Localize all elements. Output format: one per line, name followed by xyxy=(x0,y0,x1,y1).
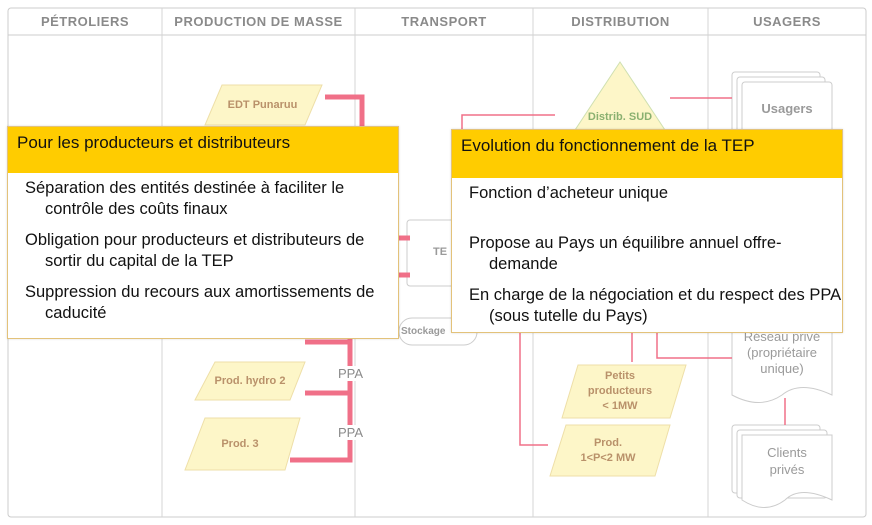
right-callout: Evolution du fonctionnement de la TEP Fo… xyxy=(451,129,843,333)
ppa-label: PPA xyxy=(338,425,364,440)
right-item: En charge de la négociation et du respec… xyxy=(469,286,841,325)
left-callout-title: Pour les producteurs et distributeurs xyxy=(8,127,398,173)
lane-transport: TRANSPORT xyxy=(401,14,487,29)
node-petits-producteurs: Petits producteurs < 1MW xyxy=(587,370,653,412)
left-callout: Pour les producteurs et distributeurs Sé… xyxy=(7,126,399,339)
right-callout-title: Evolution du fonctionnement de la TEP xyxy=(452,130,842,178)
node-edt-punaruu: EDT Punaruu xyxy=(227,98,298,111)
node-prod-3: Prod. 3 xyxy=(221,437,259,450)
node-reseau-prive: Réseau privé (propriétaire unique) xyxy=(743,329,821,376)
lane-production: PRODUCTION DE MASSE xyxy=(174,14,343,29)
node-prod-hydro-2: Prod. hydro 2 xyxy=(214,374,286,387)
node-prod-1-2mw: Prod. 1<P<2 MW xyxy=(580,436,636,464)
left-item: Séparation des entités destinée à facili… xyxy=(25,179,345,218)
ppa-label: PPA xyxy=(338,366,364,381)
node-usagers: Usagers xyxy=(761,100,813,116)
lane-usagers: USAGERS xyxy=(753,14,821,29)
node-distrib-sud: Distrib. SUD xyxy=(587,110,653,123)
lane-petroliers: PÉTROLIERS xyxy=(40,14,130,29)
left-item: Obligation pour producteurs et distribut… xyxy=(25,231,365,270)
node-te: TE xyxy=(432,245,448,258)
node-stockage: Stockage xyxy=(401,326,446,337)
right-item: Fonction d’acheteur unique xyxy=(469,184,669,202)
lane-distribution: DISTRIBUTION xyxy=(571,14,670,29)
right-item: Propose au Pays un équilibre annuel offr… xyxy=(469,234,782,273)
left-item: Suppression du recours aux amortissement… xyxy=(25,283,375,322)
node-clients-prives: Clients privés xyxy=(767,445,807,477)
edt-shape xyxy=(204,84,323,126)
